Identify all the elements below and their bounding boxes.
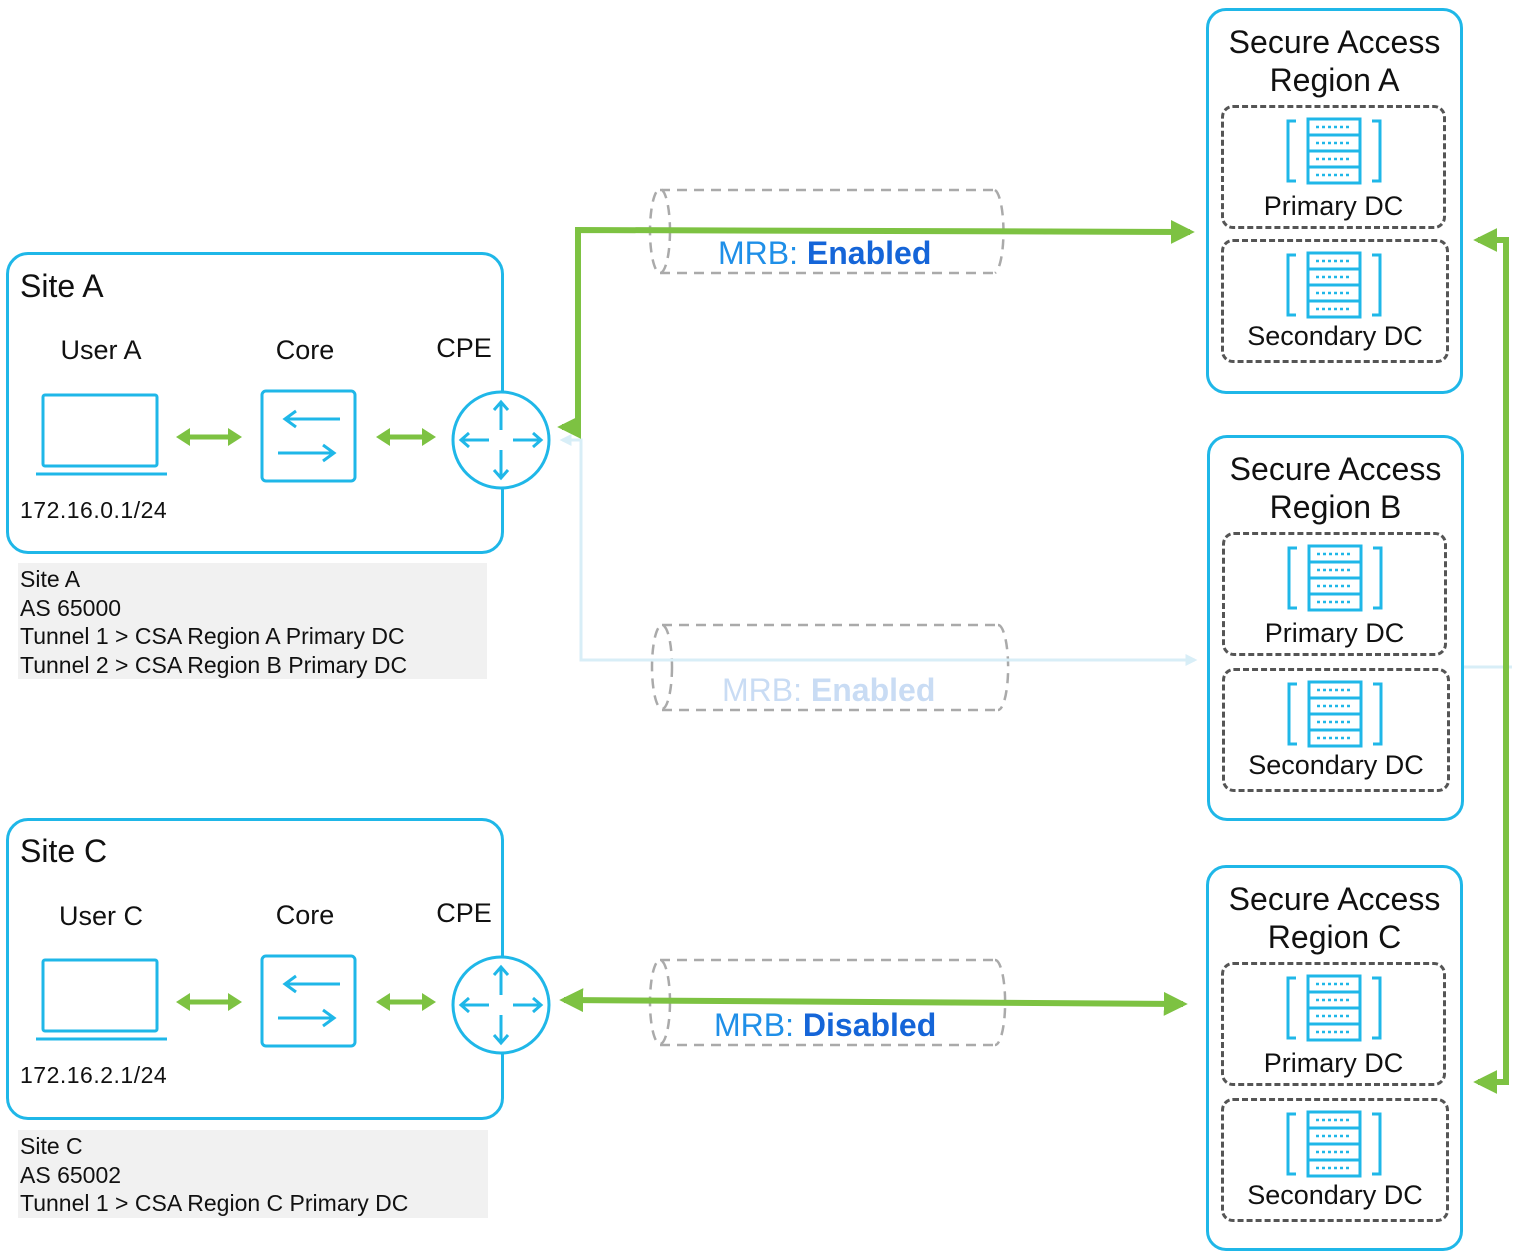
region-b-secondary-dc: Secondary DC	[1222, 668, 1450, 792]
inter-region-link	[1473, 228, 1509, 1094]
tunnel-3-mrb-label: MRB: Disabled	[714, 1007, 936, 1044]
secondary-dc-label: Secondary DC	[1247, 1180, 1423, 1210]
region-a-secondary-dc: Secondary DC	[1221, 239, 1449, 363]
secondary-dc-label: Secondary DC	[1247, 321, 1423, 351]
info-line: Tunnel 2 > CSA Region B Primary DC	[20, 651, 408, 678]
server-rack-icon	[1287, 680, 1383, 748]
mrb-key: MRB:	[718, 235, 798, 271]
info-line: Site C	[20, 1133, 83, 1159]
site-a-core-label: Core	[275, 335, 335, 365]
region-a-title: Secure Access Region A	[1209, 23, 1460, 99]
switch-icon	[260, 954, 357, 1048]
site-c-box	[6, 818, 504, 1120]
tunnel-link-1	[557, 219, 1195, 439]
region-title-line-1: Secure Access	[1228, 24, 1441, 60]
double-arrow-icon	[376, 428, 436, 446]
primary-dc-label: Primary DC	[1264, 618, 1405, 648]
site-a-info-panel: Site A AS 65000 Tunnel 1 > CSA Region A …	[18, 563, 487, 679]
region-title-line-1: Secure Access	[1228, 881, 1441, 917]
info-line: Tunnel 1 > CSA Region C Primary DC	[20, 1190, 409, 1216]
site-a-user-label: User A	[60, 335, 142, 365]
site-c-user-label: User C	[58, 901, 143, 931]
tunnel-2-mrb-label: MRB: Enabled	[722, 672, 935, 709]
tunnel-link-2	[559, 434, 1198, 666]
site-a-title: Site A	[20, 268, 104, 304]
double-arrow-icon	[176, 993, 242, 1011]
server-rack-icon	[1287, 544, 1383, 612]
site-c-info-panel: Site C AS 65002 Tunnel 1 > CSA Region C …	[18, 1130, 488, 1218]
switch-icon	[260, 389, 357, 483]
primary-dc-label: Primary DC	[1263, 191, 1404, 221]
region-a-box: Secure Access Region A Primary DC	[1206, 8, 1463, 394]
site-a-ip: 172.16.0.1/24	[20, 497, 168, 523]
mrb-value: Enabled	[810, 672, 936, 708]
tunnel-1-mrb-label: MRB: Enabled	[718, 235, 931, 272]
mrb-value: Disabled	[802, 1007, 937, 1043]
region-c-box: Secure Access Region C Primary DC	[1206, 865, 1463, 1251]
primary-dc-label: Primary DC	[1263, 1048, 1404, 1078]
info-line: AS 65002	[20, 1161, 122, 1188]
info-line: AS 65000	[20, 594, 122, 621]
mrb-key: MRB:	[714, 1007, 794, 1043]
double-arrow-icon	[176, 428, 242, 446]
site-c-cpe-label: CPE	[436, 898, 492, 928]
site-c-ip: 172.16.2.1/24	[20, 1062, 168, 1088]
router-icon	[451, 955, 551, 1055]
site-c-title: Site C	[20, 833, 108, 869]
tunnel-link-3	[559, 988, 1188, 1016]
laptop-icon	[36, 958, 167, 1041]
region-b-box: Secure Access Region B Primary DC	[1207, 435, 1464, 821]
region-c-secondary-dc: Secondary DC	[1221, 1098, 1449, 1222]
region-title-line-2: Region C	[1267, 919, 1402, 955]
site-a-cpe-label: CPE	[436, 333, 492, 363]
server-rack-icon	[1286, 974, 1382, 1042]
info-line: Site A	[20, 566, 81, 592]
region-title-line-2: Region A	[1269, 62, 1400, 98]
mrb-value: Enabled	[806, 235, 932, 271]
server-rack-icon	[1286, 1110, 1382, 1178]
region-title-line-2: Region B	[1269, 489, 1402, 525]
site-c-core-label: Core	[275, 900, 335, 930]
region-b-primary-dc: Primary DC	[1222, 532, 1447, 656]
server-rack-icon	[1286, 251, 1382, 319]
region-title-line-1: Secure Access	[1229, 451, 1442, 487]
info-line: Tunnel 1 > CSA Region A Primary DC	[20, 623, 405, 649]
region-a-primary-dc: Primary DC	[1221, 105, 1446, 229]
laptop-icon	[36, 393, 167, 476]
site-a-box	[6, 252, 504, 554]
mrb-key: MRB:	[722, 672, 802, 708]
server-rack-icon	[1286, 117, 1382, 185]
double-arrow-icon	[376, 993, 436, 1011]
region-c-primary-dc: Primary DC	[1221, 962, 1446, 1086]
region-b-title: Secure Access Region B	[1210, 450, 1461, 526]
region-c-title: Secure Access Region C	[1209, 880, 1460, 956]
secondary-dc-label: Secondary DC	[1248, 750, 1424, 780]
router-icon	[451, 390, 551, 490]
